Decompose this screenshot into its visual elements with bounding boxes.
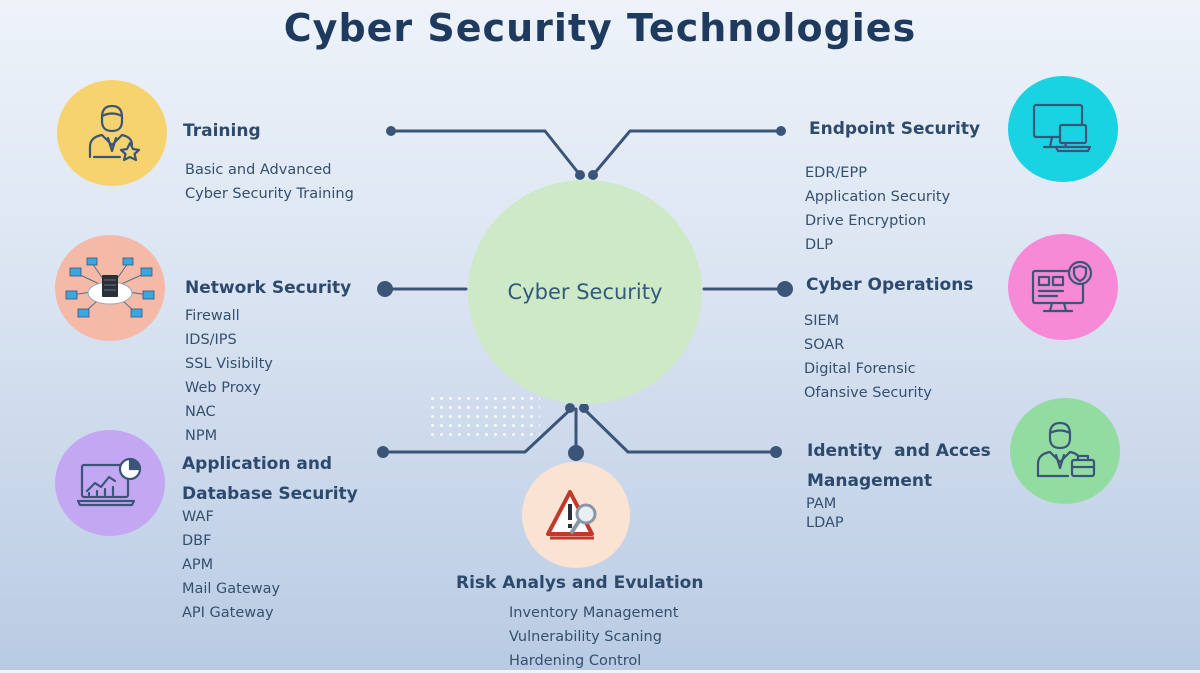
connector-endpoint	[591, 129, 783, 177]
list-item: LDAP	[806, 515, 844, 531]
page-title: Cyber Security Technologies	[283, 6, 917, 50]
list-item: SSL Visibilty	[185, 356, 273, 372]
connector-identity	[581, 406, 778, 454]
list-item: WAF	[182, 509, 214, 525]
list-item: Digital Forensic	[804, 361, 916, 377]
appdb-title: Application and Database Security	[182, 449, 358, 509]
list-item: Basic and Advanced	[185, 162, 332, 178]
identity-icon-circle	[1010, 398, 1120, 504]
decorative-dot-grid	[428, 394, 540, 440]
connector-dot	[579, 403, 589, 413]
network-icon-circle	[55, 235, 165, 341]
endpoint-title: Endpoint Security	[809, 119, 981, 139]
list-item: SOAR	[804, 337, 845, 353]
list-item: IDS/IPS	[185, 332, 237, 348]
connector-dot	[386, 126, 396, 136]
analytics-monitor-icon	[77, 457, 142, 507]
list-item: Inventory Management	[509, 605, 679, 621]
endpoint-icon-circle	[1008, 76, 1118, 182]
appdb-items: WAF DBF APM Mail Gateway API Gateway	[182, 505, 280, 625]
list-item: Web Proxy	[185, 380, 261, 396]
operations-title: Cyber Operations	[806, 275, 974, 295]
appdb-title-line: Application and	[182, 454, 333, 474]
identity-items: PAM LDAP	[806, 495, 844, 533]
connector-dot	[575, 170, 585, 180]
endpoint-items: EDR/EPP Application Security Drive Encry…	[805, 161, 950, 257]
network-items: Firewall IDS/IPS SSL Visibilty Web Proxy…	[185, 304, 273, 448]
training-icon-circle	[57, 80, 167, 186]
list-item: EDR/EPP	[805, 165, 867, 181]
connector-dot	[568, 445, 584, 461]
list-item: Drive Encryption	[805, 213, 927, 229]
operations-items: SIEM SOAR Digital Forensic Ofansive Secu…	[804, 309, 932, 405]
identity-title: Identity and Acces Management	[807, 436, 991, 496]
list-item: Vulnerability Scaning	[509, 629, 662, 645]
appdb-icon-circle	[55, 430, 165, 536]
devices-icon	[1032, 103, 1092, 153]
connector-dot	[770, 446, 782, 458]
risk-icon-circle	[522, 462, 630, 568]
network-topology-icon	[65, 257, 155, 318]
connector-dot	[588, 170, 598, 180]
risk-title: Risk Analys and Evulation	[456, 573, 704, 593]
appdb-title-line: Database Security	[182, 484, 358, 504]
list-item: API Gateway	[182, 605, 274, 621]
list-item: Application Security	[805, 189, 951, 205]
list-item: DBF	[182, 533, 212, 549]
connector-dot	[777, 281, 793, 297]
list-item: Cyber Security Training	[185, 186, 354, 202]
list-item: NPM	[185, 428, 218, 444]
connector-appdb	[381, 406, 574, 454]
list-item: SIEM	[804, 313, 840, 329]
hub-label: Cyber Security	[507, 280, 663, 304]
connector-dot	[565, 403, 575, 413]
business-user-icon	[1036, 421, 1096, 478]
network-title: Network Security	[185, 278, 352, 298]
training-items: Basic and Advanced Cyber Security Traini…	[185, 158, 354, 206]
list-item: APM	[182, 557, 214, 573]
list-item: Mail Gateway	[182, 581, 281, 597]
risk-items: Inventory Management Vulnerability Scani…	[509, 601, 678, 673]
security-dashboard-icon	[1031, 260, 1093, 313]
identity-title-line: Identity and Acces	[807, 441, 991, 461]
operations-icon-circle	[1008, 234, 1118, 340]
warning-search-icon	[546, 490, 597, 540]
list-item: PAM	[806, 496, 837, 512]
connector-dot	[377, 446, 389, 458]
connector-dot	[377, 281, 393, 297]
identity-title-line: Management	[807, 471, 933, 491]
training-title: Training	[183, 121, 261, 141]
list-item: Hardening Control	[509, 653, 642, 669]
list-item: Ofansive Security	[804, 385, 932, 401]
list-item: NAC	[185, 404, 216, 420]
trainer-icon	[88, 104, 141, 162]
list-item: Firewall	[185, 308, 240, 324]
hub-circle: Cyber Security	[468, 180, 702, 404]
list-item: DLP	[805, 237, 833, 253]
connector-dot	[776, 126, 786, 136]
connector-training	[389, 129, 582, 177]
